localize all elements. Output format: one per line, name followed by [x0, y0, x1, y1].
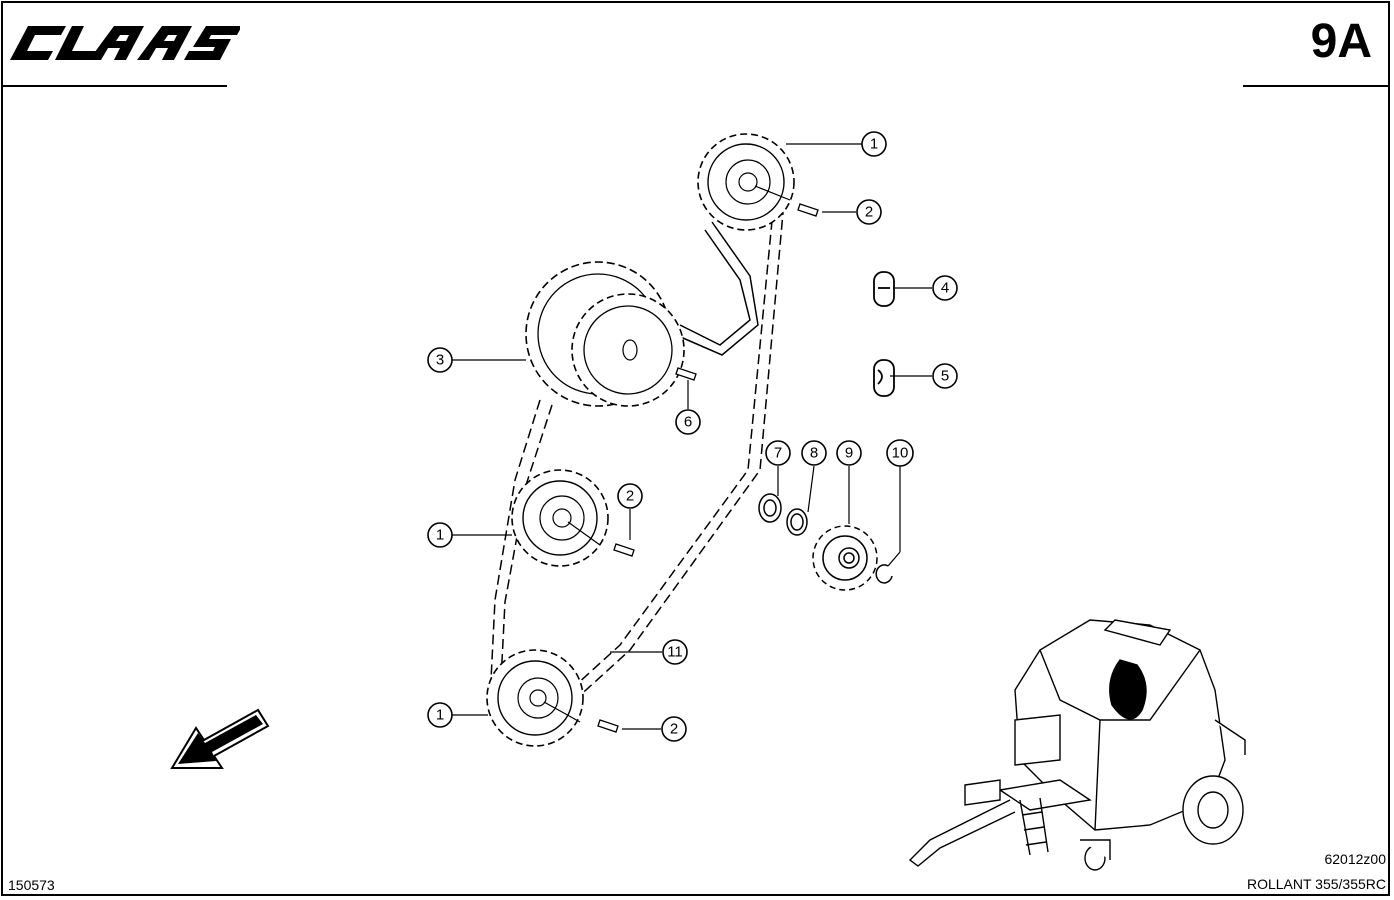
leader-lines — [452, 143, 932, 730]
header-rule-left — [2, 85, 227, 87]
callout-10: 10 — [886, 439, 914, 467]
header-rule-right — [1243, 85, 1390, 87]
sheet-reference: 150573 — [8, 877, 55, 893]
callout-2-middle: 2 — [617, 483, 643, 509]
callout-8: 8 — [801, 440, 827, 466]
svg-text:1: 1 — [870, 136, 878, 153]
round-baler-thumbnail — [908, 619, 1246, 871]
callout-2-top: 2 — [856, 199, 882, 225]
svg-text:4: 4 — [941, 280, 949, 297]
key-parts — [597, 203, 819, 733]
callout-5: 5 — [932, 363, 958, 389]
callout-2-bottom: 2 — [661, 716, 687, 742]
callout-11: 11 — [662, 639, 688, 665]
double-sprocket — [525, 261, 685, 407]
sprocket-middle — [511, 469, 609, 567]
svg-text:11: 11 — [667, 644, 683, 661]
callout-6: 6 — [675, 409, 701, 435]
drawing-reference: 62012z00 — [1324, 851, 1386, 867]
svg-text:6: 6 — [684, 414, 692, 431]
chain-links — [873, 271, 895, 397]
svg-text:2: 2 — [865, 204, 873, 221]
callout-7: 7 — [765, 440, 791, 466]
callout-1-bottom: 1 — [427, 702, 453, 728]
idler-assembly — [758, 493, 893, 591]
svg-text:9: 9 — [845, 445, 853, 462]
sprocket-top — [697, 133, 795, 231]
callout-3: 3 — [427, 347, 453, 373]
drive-chain — [489, 189, 786, 701]
svg-text:5: 5 — [941, 368, 949, 385]
svg-text:2: 2 — [670, 721, 678, 738]
model-name: ROLLANT 355/355RC — [1246, 876, 1386, 892]
page-number: 9A — [1310, 15, 1372, 68]
callout-1-top: 1 — [861, 131, 887, 157]
callout-4: 4 — [932, 275, 958, 301]
svg-text:8: 8 — [810, 445, 818, 462]
svg-text:1: 1 — [436, 527, 444, 544]
claas-logo — [10, 26, 240, 60]
svg-text:2: 2 — [626, 488, 634, 505]
svg-text:7: 7 — [774, 445, 782, 462]
callout-9: 9 — [836, 440, 862, 466]
direction-arrow-icon — [170, 708, 270, 769]
sprocket-bottom — [486, 649, 584, 747]
svg-text:1: 1 — [436, 707, 444, 724]
svg-text:10: 10 — [892, 445, 909, 462]
callout-1-middle: 1 — [427, 522, 453, 548]
svg-text:3: 3 — [436, 352, 444, 369]
